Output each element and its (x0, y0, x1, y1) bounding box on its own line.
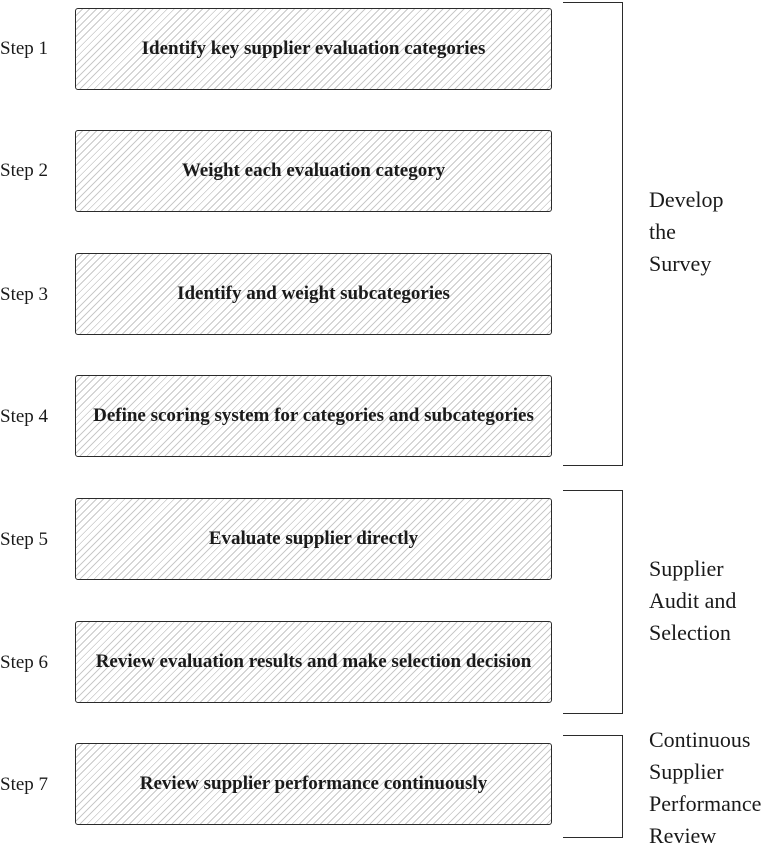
step-4-label: Step 4 (0, 406, 49, 427)
step-2-label: Step 2 (0, 160, 49, 181)
step-7-label: Step 7 (0, 774, 49, 795)
step-7-text: Review supplier performance continuously (139, 773, 488, 794)
step-1-label: Step 1 (0, 38, 49, 59)
step-6-label: Step 6 (0, 652, 49, 673)
step-2-text: Weight each evaluation category (181, 160, 446, 181)
step-3-label: Step 3 (0, 284, 49, 305)
step-6-text: Review evaluation results and make selec… (95, 651, 532, 672)
group-label-audit-selection: Supplier Audit and Selection (649, 556, 737, 645)
step-3-box: Identify and weight subcategories (75, 253, 552, 335)
step-3-text: Identify and weight subcategories (177, 283, 450, 304)
step-5-text: Evaluate supplier directly (208, 528, 419, 549)
group-label-develop-survey: Develop the Survey (649, 187, 724, 276)
step-4-text: Define scoring system for categories and… (93, 405, 534, 426)
step-5-box: Evaluate supplier directly (75, 498, 552, 580)
step-2-box: Weight each evaluation category (75, 130, 552, 212)
step-7-box: Review supplier performance continuously (75, 743, 552, 825)
step-6-box: Review evaluation results and make selec… (75, 621, 552, 703)
step-1-box: Identify key supplier evaluation categor… (75, 8, 552, 90)
audit-selection-bracket (563, 490, 623, 714)
step-4-box: Define scoring system for categories and… (75, 375, 552, 457)
step-1-text: Identify key supplier evaluation categor… (141, 38, 486, 59)
develop-survey-bracket (563, 2, 623, 466)
performance-review-bracket (563, 735, 623, 838)
group-label-performance-review: Continuous Supplier Performance Review (649, 727, 762, 848)
step-5-label: Step 5 (0, 529, 49, 550)
